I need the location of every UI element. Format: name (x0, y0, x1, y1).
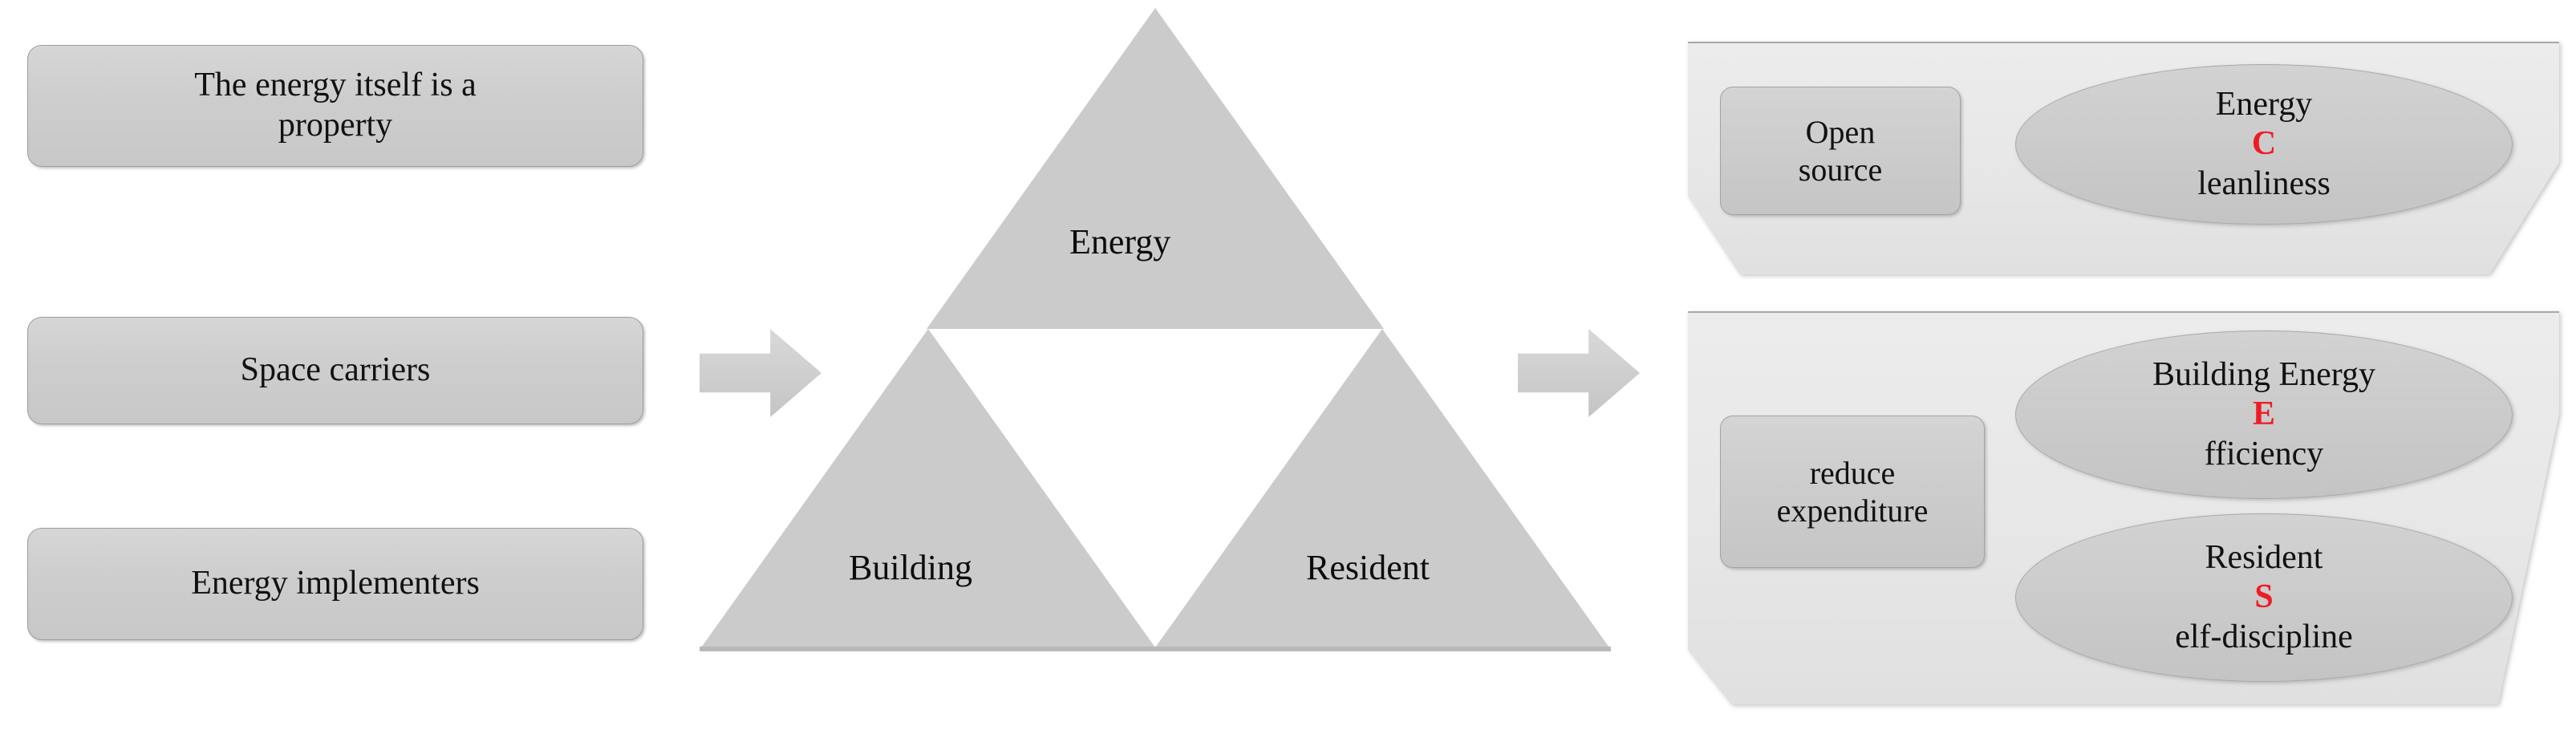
input-box-energy-property-label: The energy itself is a property (194, 67, 477, 144)
triangle-top-energy[interactable] (927, 8, 1384, 329)
triangle-bottom-left-label: Building (849, 548, 973, 587)
input-box-energy-implementers[interactable]: Energy implementers (27, 528, 643, 640)
chip-reduce-expenditure[interactable]: reduce expenditure (1720, 416, 1985, 568)
highlight-letter-c: C (2251, 125, 2277, 163)
highlight-letter-e: E (2252, 395, 2275, 433)
input-box-space-carriers-label: Space carriers (240, 351, 431, 389)
triangle-bottom-right-label: Resident (1306, 548, 1430, 587)
right-arrow-icon-triangle-to-outcomes (1518, 329, 1640, 417)
chip-open-source[interactable]: Open source (1720, 87, 1961, 215)
input-box-energy-property[interactable]: The energy itself is a property (27, 45, 643, 167)
ellipse-resident-self-discipline-rest: elf-discipline (2175, 618, 2353, 655)
chip-open-source-label: Open source (1798, 113, 1883, 188)
input-box-energy-implementers-label: Energy implementers (191, 565, 480, 602)
ellipse-energy-cleanliness-rest: leanliness (2197, 164, 2331, 202)
input-box-space-carriers[interactable]: Space carriers (27, 317, 643, 424)
highlight-letter-s: S (2254, 578, 2274, 616)
ellipse-building-energy-efficiency-rest: fficiency (2204, 435, 2324, 472)
right-arrow-icon-inputs-to-triangle (700, 329, 821, 417)
triangle-base-line (700, 647, 1611, 651)
triangle-top-label: Energy (1069, 222, 1171, 262)
chip-reduce-expenditure-label: reduce expenditure (1776, 454, 1929, 529)
